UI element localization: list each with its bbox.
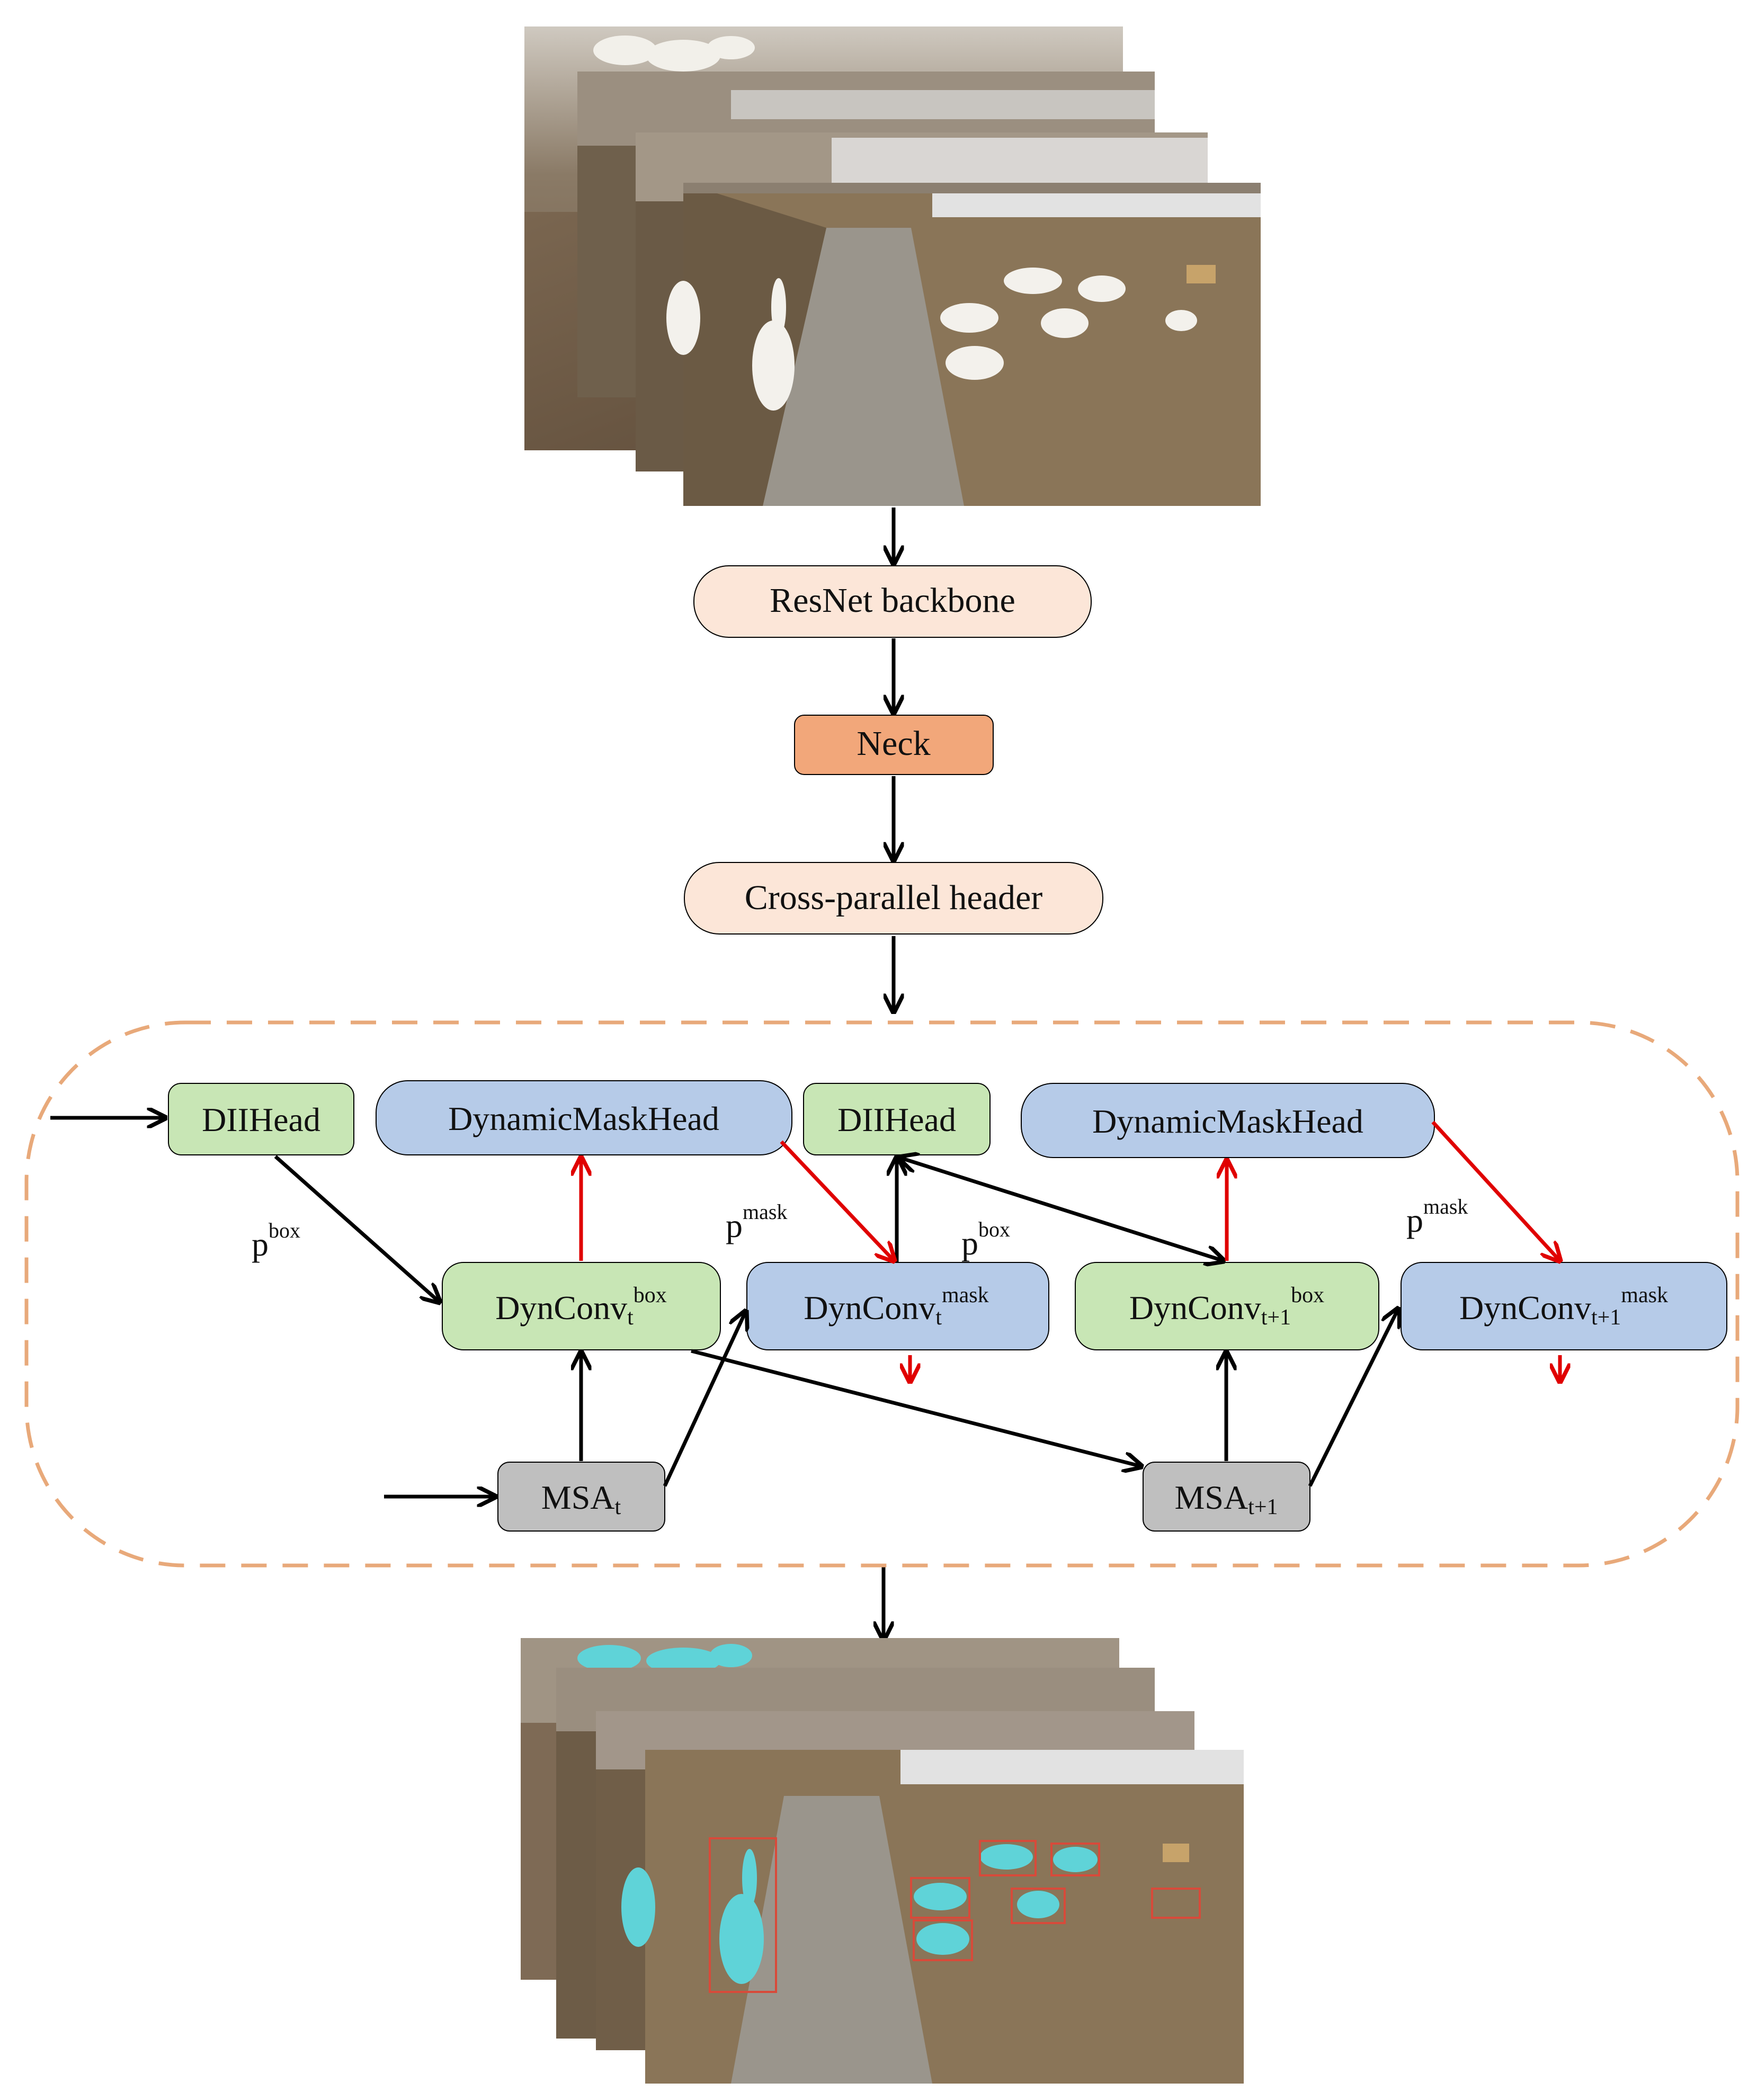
edge-label-pbox-2-base: p [961, 1224, 978, 1262]
arrow-dynconv-t-box-msa-t1 [691, 1349, 1141, 1466]
black-arrows [50, 1118, 1398, 1497]
mask-head-t-label: DynamicMaskHead [448, 1100, 719, 1137]
svg-text:DynConvt+1box: DynConvt+1box [1129, 1283, 1324, 1330]
dynconv-t-box-base: DynConv [495, 1289, 627, 1327]
segmented-goose-shapes [621, 1844, 1098, 1984]
dynconv-t-box-sub: t [627, 1305, 634, 1330]
edge-label-pbox-1-sup: box [269, 1218, 300, 1242]
edge-label-pmask-2: pmask [1406, 1195, 1468, 1239]
edge-label-pbox-1: pbox [252, 1218, 300, 1263]
goose-shapes [666, 268, 1197, 411]
svg-text:MSAt+1: MSAt+1 [1174, 1479, 1278, 1519]
diihead-t-label: DIIHead [202, 1101, 320, 1138]
edge-label-pmask-1: pmask [726, 1200, 787, 1244]
dynconv-t1-box-base: DynConv [1129, 1289, 1261, 1327]
red-arrows [581, 1120, 1560, 1382]
backbone-box: ResNet backbone [693, 565, 1092, 638]
dynconv-t1-mask-sub: t+1 [1591, 1305, 1621, 1330]
svg-text:DynConvt+1mask: DynConvt+1mask [1459, 1283, 1668, 1330]
msa-t: MSAt [497, 1462, 665, 1532]
dynconv-t1-mask-base: DynConv [1459, 1289, 1591, 1327]
mask-head-t: DynamicMaskHead [376, 1080, 792, 1155]
arrow-msa-t-dynconv-t-mask [663, 1311, 746, 1487]
detection-boxes [709, 1837, 1201, 1993]
red-arrow-maskhead-t1-down [1431, 1120, 1560, 1261]
dynconv-t-mask-sup: mask [942, 1283, 989, 1307]
output-frame-4 [621, 1750, 1244, 2084]
arrow-diihead-dynconv-t-box [274, 1155, 440, 1302]
msa-t-sub: t [615, 1495, 621, 1519]
dynconv-t-box: DynConvtbox [442, 1262, 721, 1350]
mask-head-t1: DynamicMaskHead [1021, 1083, 1435, 1158]
diihead-t1: DIIHead [803, 1083, 991, 1155]
dynconv-t-mask: DynConvtmask [746, 1262, 1049, 1350]
dynconv-t-box-sup: box [634, 1283, 667, 1307]
msa-t-base: MSA [541, 1479, 615, 1516]
arrow-dynconv-t1-box-diihead-t1 [899, 1158, 1224, 1261]
red-arrow-maskhead-t-down [780, 1140, 894, 1261]
neck-label: Neck [857, 724, 930, 763]
msa-t1-base: MSA [1174, 1479, 1248, 1516]
msa-t1-sub: t+1 [1248, 1495, 1278, 1519]
svg-text:MSAt: MSAt [541, 1479, 621, 1519]
header-label: Cross-parallel header [745, 878, 1043, 917]
dynconv-t-mask-base: DynConv [804, 1289, 935, 1327]
diihead-t: DIIHead [168, 1083, 354, 1155]
arrow-msa-t1-dynconv-t1-mask [1308, 1309, 1398, 1487]
dynconv-t1-mask-sup: mask [1621, 1283, 1668, 1307]
edge-label-pbox-2: pbox [961, 1217, 1010, 1262]
backbone-label: ResNet backbone [770, 581, 1015, 620]
diihead-t1-label: DIIHead [837, 1101, 956, 1138]
dynconv-t1-box-sup: box [1291, 1283, 1324, 1307]
edge-label-pbox-1-base: p [252, 1225, 269, 1263]
edge-label-pmask-2-sup: mask [1423, 1195, 1468, 1218]
mask-head-t1-label: DynamicMaskHead [1092, 1102, 1363, 1140]
header-box: Cross-parallel header [684, 862, 1103, 935]
iterative-stage-region [24, 1020, 1740, 1568]
edge-label-pbox-2-sup: box [978, 1217, 1010, 1241]
svg-text:DynConvtbox: DynConvtbox [495, 1283, 667, 1330]
edge-label-pmask-1-sup: mask [743, 1200, 787, 1224]
edge-label-pmask-1-base: p [726, 1207, 743, 1244]
dynconv-t-mask-sub: t [935, 1305, 942, 1330]
dynconv-t1-box-sub: t+1 [1261, 1305, 1291, 1330]
pipeline-arrows [884, 508, 894, 1640]
dynconv-t1-mask: DynConvt+1mask [1401, 1262, 1727, 1350]
edge-label-pmask-2-base: p [1406, 1202, 1423, 1239]
msa-t1: MSAt+1 [1143, 1462, 1310, 1532]
svg-text:DynConvtmask: DynConvtmask [804, 1283, 988, 1330]
input-frame-4 [666, 183, 1261, 506]
output-frames-stack [521, 1638, 1244, 2084]
input-frames-stack [524, 26, 1261, 506]
dynconv-t1-box: DynConvt+1box [1075, 1262, 1379, 1350]
neck-box: Neck [794, 715, 994, 775]
